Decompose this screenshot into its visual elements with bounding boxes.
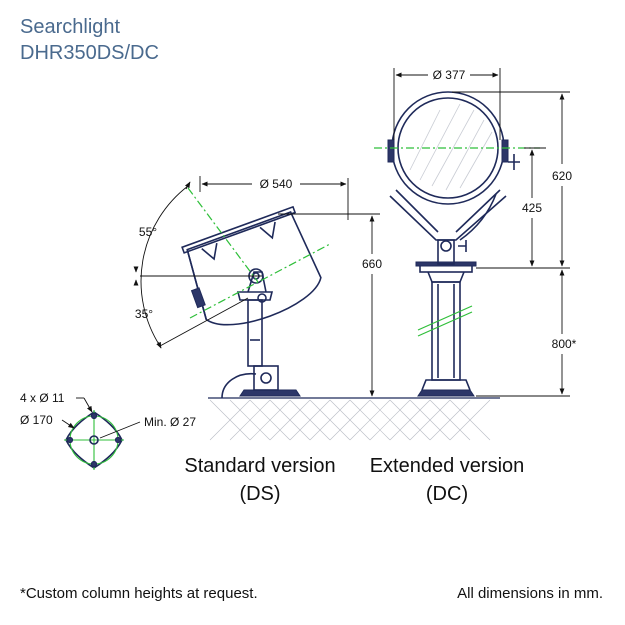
base-holes-label: 4 x Ø 11 xyxy=(20,391,65,405)
title-line-1: Searchlight xyxy=(20,16,121,38)
base-footprint: 4 x Ø 11 Ø 170 Min. Ø 27 xyxy=(20,391,196,470)
extended-searchlight xyxy=(374,91,540,397)
dc-center-height-label: 425 xyxy=(522,201,542,215)
ds-height-label: 660 xyxy=(362,257,382,271)
title-line-2: DHR350DS/DC xyxy=(20,42,159,64)
dc-column-height-label: 800* xyxy=(552,337,577,351)
tilt-down-label: 35° xyxy=(135,307,153,321)
dc-total-height-label: 620 xyxy=(552,169,572,183)
standard-searchlight xyxy=(181,187,331,399)
standard-caption-line-2: (DS) xyxy=(239,483,281,505)
extended-caption-line-2: (DC) xyxy=(425,483,469,505)
extended-caption-line-1: Extended version xyxy=(369,455,525,477)
tilt-up-label: 55° xyxy=(139,225,157,239)
extended-dimensions: Ø 377 620 425 800* xyxy=(393,68,577,397)
units-note: All dimensions in mm. xyxy=(457,585,603,602)
ds-diameter-label: Ø 540 xyxy=(260,177,293,191)
custom-heights-note: *Custom column heights at request. xyxy=(20,585,258,602)
dc-diameter-label: Ø 377 xyxy=(433,68,466,82)
base-pcd-label: Ø 170 xyxy=(20,413,53,427)
standard-dimensions: Ø 540 660 55° 35° xyxy=(133,176,382,397)
cable-min-label: Min. Ø 27 xyxy=(144,415,196,429)
ground-hatching xyxy=(208,397,500,441)
standard-caption-line-1: Standard version xyxy=(184,455,336,477)
